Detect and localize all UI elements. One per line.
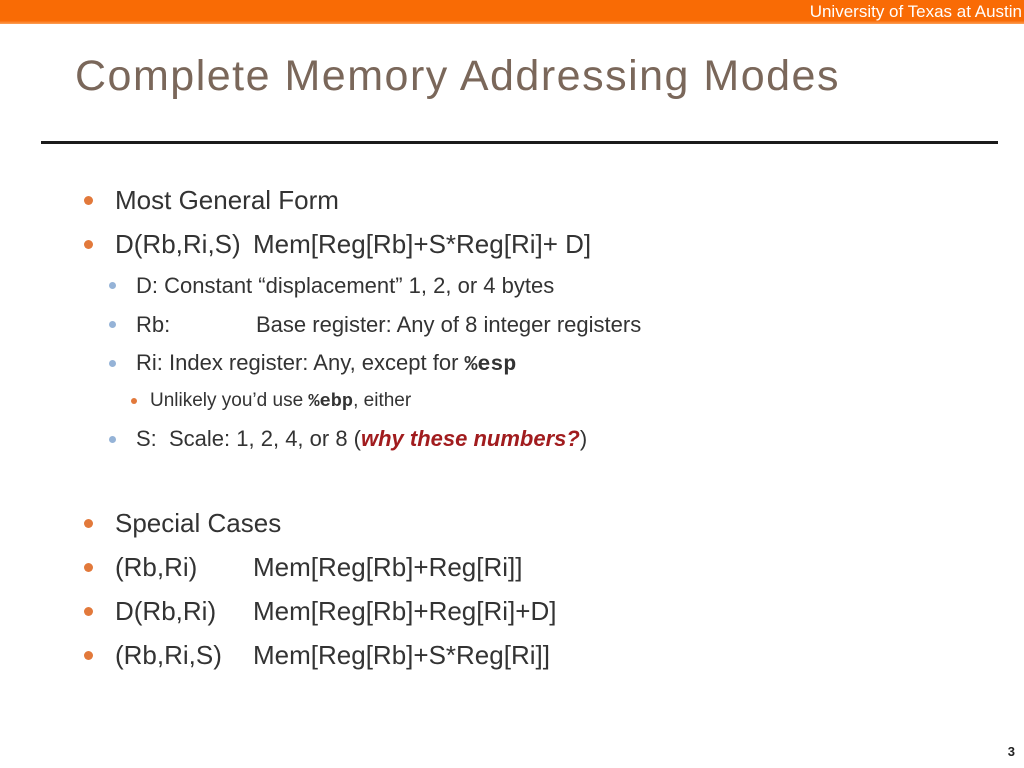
ebp-note-text: Unlikely you’d use [150,390,309,411]
bullet-base-register: Rb: Base register: Any of 8 integer regis… [0,305,1024,344]
top-banner: University of Texas at Austin [0,0,1024,24]
list-item-text: S: Scale: 1, 2, 4, or 8 (why these numbe… [136,426,587,452]
title-divider [41,141,998,144]
case-term: (Rb,Ri,S) [115,639,222,670]
bullet-icon [84,650,93,660]
bullet-index-register: Ri: Index register: Any, except for %esp [0,344,1024,383]
bullet-scale: S: Scale: 1, 2, 4, or 8 (why these numbe… [0,419,1024,459]
case-term: (Rb,Ri) [115,551,198,582]
base-register-definition: Base register: Any of 8 integer register… [256,311,642,337]
ebp-note-suffix: , either [353,390,412,411]
bullet-icon [109,282,116,289]
bullet-icon [109,321,116,328]
list-item-text: Most General Form [115,184,339,215]
slide-title: Complete Memory Addressing Modes [75,52,840,100]
scale-text-suffix: ) [579,426,588,451]
index-register-text: Ri: Index register: Any, except for [136,350,465,375]
scale-text: S: Scale: 1, 2, 4, or 8 ( [136,426,361,451]
list-item-text: D(Rb,Ri,S) Mem[Reg[Rb]+S*Reg[Ri]+ D] [115,229,591,260]
base-register-term: Rb: [136,311,171,337]
bullet-icon [84,518,93,528]
bullet-general-form-definition: D(Rb,Ri,S) Mem[Reg[Rb]+S*Reg[Ri]+ D] [0,222,1024,266]
bullet-icon [84,195,93,205]
bullet-icon [84,606,93,616]
addressing-form-term: D(Rb,Ri,S) [115,228,241,259]
page-number: 3 [1007,744,1015,759]
list-item-text: Special Cases [115,507,282,538]
esp-register-code: %esp [464,353,517,377]
list-item-text: Unlikely you’d use %ebp, either [150,390,411,412]
list-item-text: D: Constant “displacement” 1, 2, or 4 by… [136,272,555,298]
section-gap [0,459,1024,501]
case-definition: Mem[Reg[Rb]+Reg[Ri]] [253,551,523,582]
bullet-icon [109,360,116,367]
bullet-displacement: D: Constant “displacement” 1, 2, or 4 by… [0,266,1024,305]
case-term: D(Rb,Ri) [115,595,217,626]
bullet-icon [109,435,116,443]
bullet-special-case-1: (Rb,Ri) Mem[Reg[Rb]+Reg[Ri]] [0,545,1024,589]
bullet-icon [84,562,93,572]
bullet-special-cases: Special Cases [0,501,1024,545]
bullet-special-case-2: D(Rb,Ri) Mem[Reg[Rb]+Reg[Ri]+D] [0,589,1024,633]
list-item-text: Ri: Index register: Any, except for %esp [136,350,516,377]
list-item-text: (Rb,Ri,S) Mem[Reg[Rb]+S*Reg[Ri]] [115,640,550,671]
bullet-icon [84,239,93,249]
bullet-most-general-form: Most General Form [0,178,1024,222]
bullet-ebp-note: Unlikely you’d use %ebp, either [0,383,1024,419]
bullet-special-case-3: (Rb,Ri,S) Mem[Reg[Rb]+S*Reg[Ri]] [0,633,1024,677]
case-definition: Mem[Reg[Rb]+Reg[Ri]+D] [253,595,557,626]
affiliation-text: University of Texas at Austin [809,2,1022,21]
bullet-icon [131,398,137,404]
addressing-form-definition: Mem[Reg[Rb]+S*Reg[Ri]+ D] [253,228,592,259]
ebp-register-code: %ebp [308,390,354,412]
slide-body: Most General Form D(Rb,Ri,S) Mem[Reg[Rb]+… [0,178,1024,677]
scale-question-emphasis: why these numbers? [361,426,580,451]
list-item-text: D(Rb,Ri) Mem[Reg[Rb]+Reg[Ri]+D] [115,596,556,627]
case-definition: Mem[Reg[Rb]+S*Reg[Ri]] [253,639,550,670]
list-item-text: Rb: Base register: Any of 8 integer regis… [136,312,641,338]
list-item-text: (Rb,Ri) Mem[Reg[Rb]+Reg[Ri]] [115,552,522,583]
